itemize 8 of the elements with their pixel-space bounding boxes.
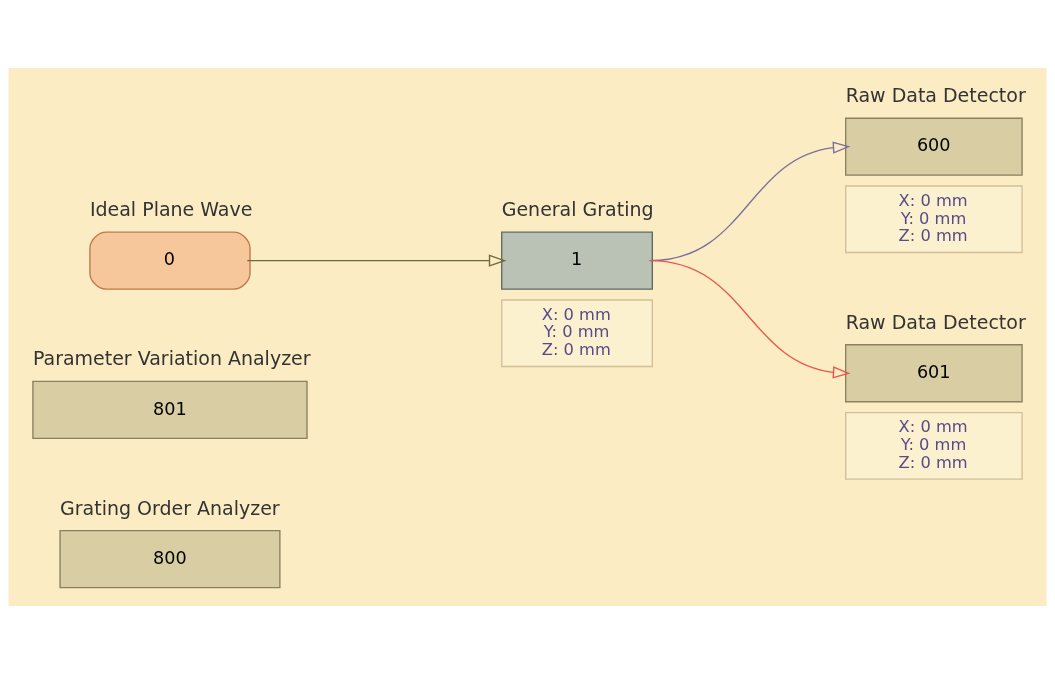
node-label: Raw Data Detector [845,310,1026,333]
node-label: Parameter Variation Analyzer [32,347,311,370]
node-label: Grating Order Analyzer [60,496,280,519]
arrow [648,260,851,379]
arrow [246,254,507,267]
node-label: Raw Data Detector [845,84,1026,107]
node-label: General Grating [501,198,654,221]
node-label: Ideal Plane Wave [89,198,253,221]
